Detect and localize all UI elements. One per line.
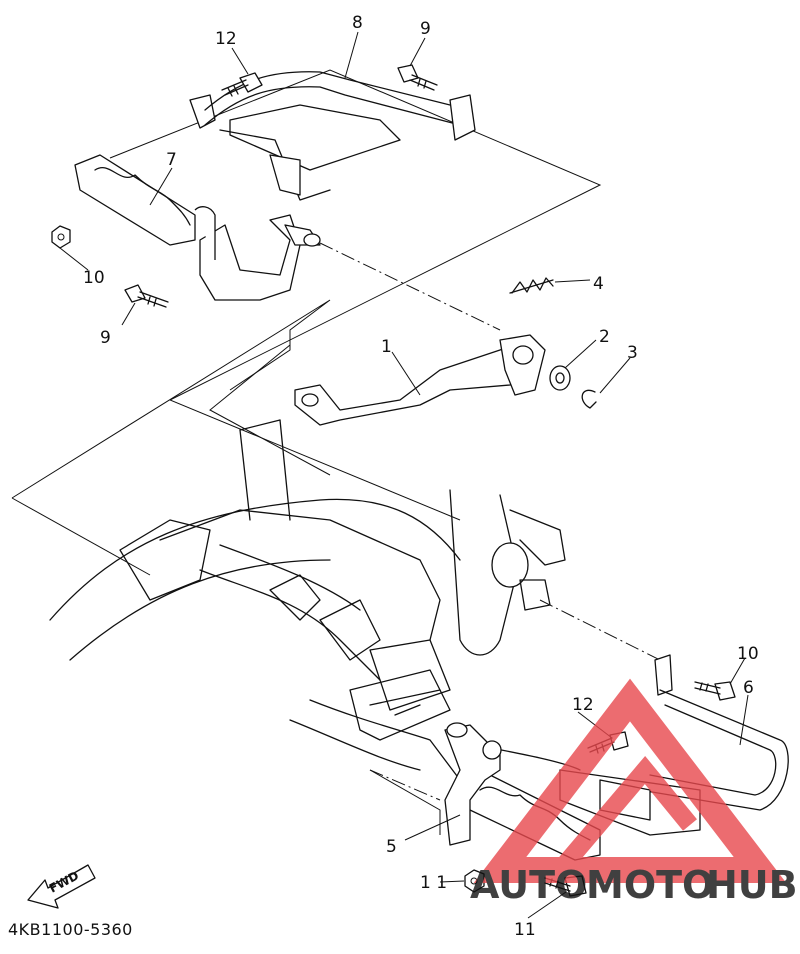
bolt-9-upper	[124, 284, 169, 308]
watermark-triangle-icon	[473, 678, 787, 883]
bolt-10-lower	[694, 681, 736, 701]
reference-lines	[11, 69, 661, 835]
watermark-text-hub: HUB	[706, 863, 798, 907]
callout-1: 1	[381, 337, 392, 357]
callout-12-lower: 12	[572, 695, 594, 715]
nut-11-lower	[464, 869, 485, 893]
nut-11-upper	[51, 225, 71, 249]
callout-9-upper: 9	[100, 328, 111, 348]
watermark-logo: AUTO MOTO HUB	[470, 678, 798, 907]
part-4-spring	[509, 277, 554, 294]
callout-10-upper: 9	[420, 19, 431, 39]
part-7-footrest-left	[74, 154, 321, 301]
watermark-m-icon	[553, 755, 697, 876]
callout-5: 5	[386, 837, 397, 857]
part-2-washer	[549, 365, 571, 391]
fwd-arrow: FWD	[27, 864, 96, 909]
part-1-brake-pedal	[294, 334, 546, 426]
callout-11-upper: 10	[83, 268, 105, 288]
part-3-circlip	[581, 389, 597, 409]
motorcycle-frame	[49, 419, 581, 781]
part-8-upper-bracket	[189, 71, 476, 201]
watermark-text-moto: MOTO	[586, 863, 714, 907]
watermark-text-auto: AUTO	[470, 863, 587, 907]
leader-lines	[59, 31, 749, 919]
callout-11-lower: 1 1	[420, 873, 447, 893]
callout-6: 6	[743, 678, 754, 698]
callout-3: 3	[627, 343, 638, 363]
bolt-10-upper	[397, 64, 438, 91]
callout-10-lower: 10	[737, 644, 759, 664]
callout-9-lower: 11	[514, 920, 536, 940]
callout-8: 8	[352, 13, 363, 33]
callout-2: 2	[599, 327, 610, 347]
callout-4: 4	[593, 274, 604, 294]
callouts: 8 9 12 7 10 9 1 2 3 4 10 12 6 5 1 1 11	[83, 13, 759, 940]
diagram-code: 4KB1100-5360	[8, 920, 133, 939]
bolt-12-upper	[221, 72, 263, 97]
callout-12-upper: 12	[215, 29, 237, 49]
callout-7: 7	[166, 150, 177, 170]
